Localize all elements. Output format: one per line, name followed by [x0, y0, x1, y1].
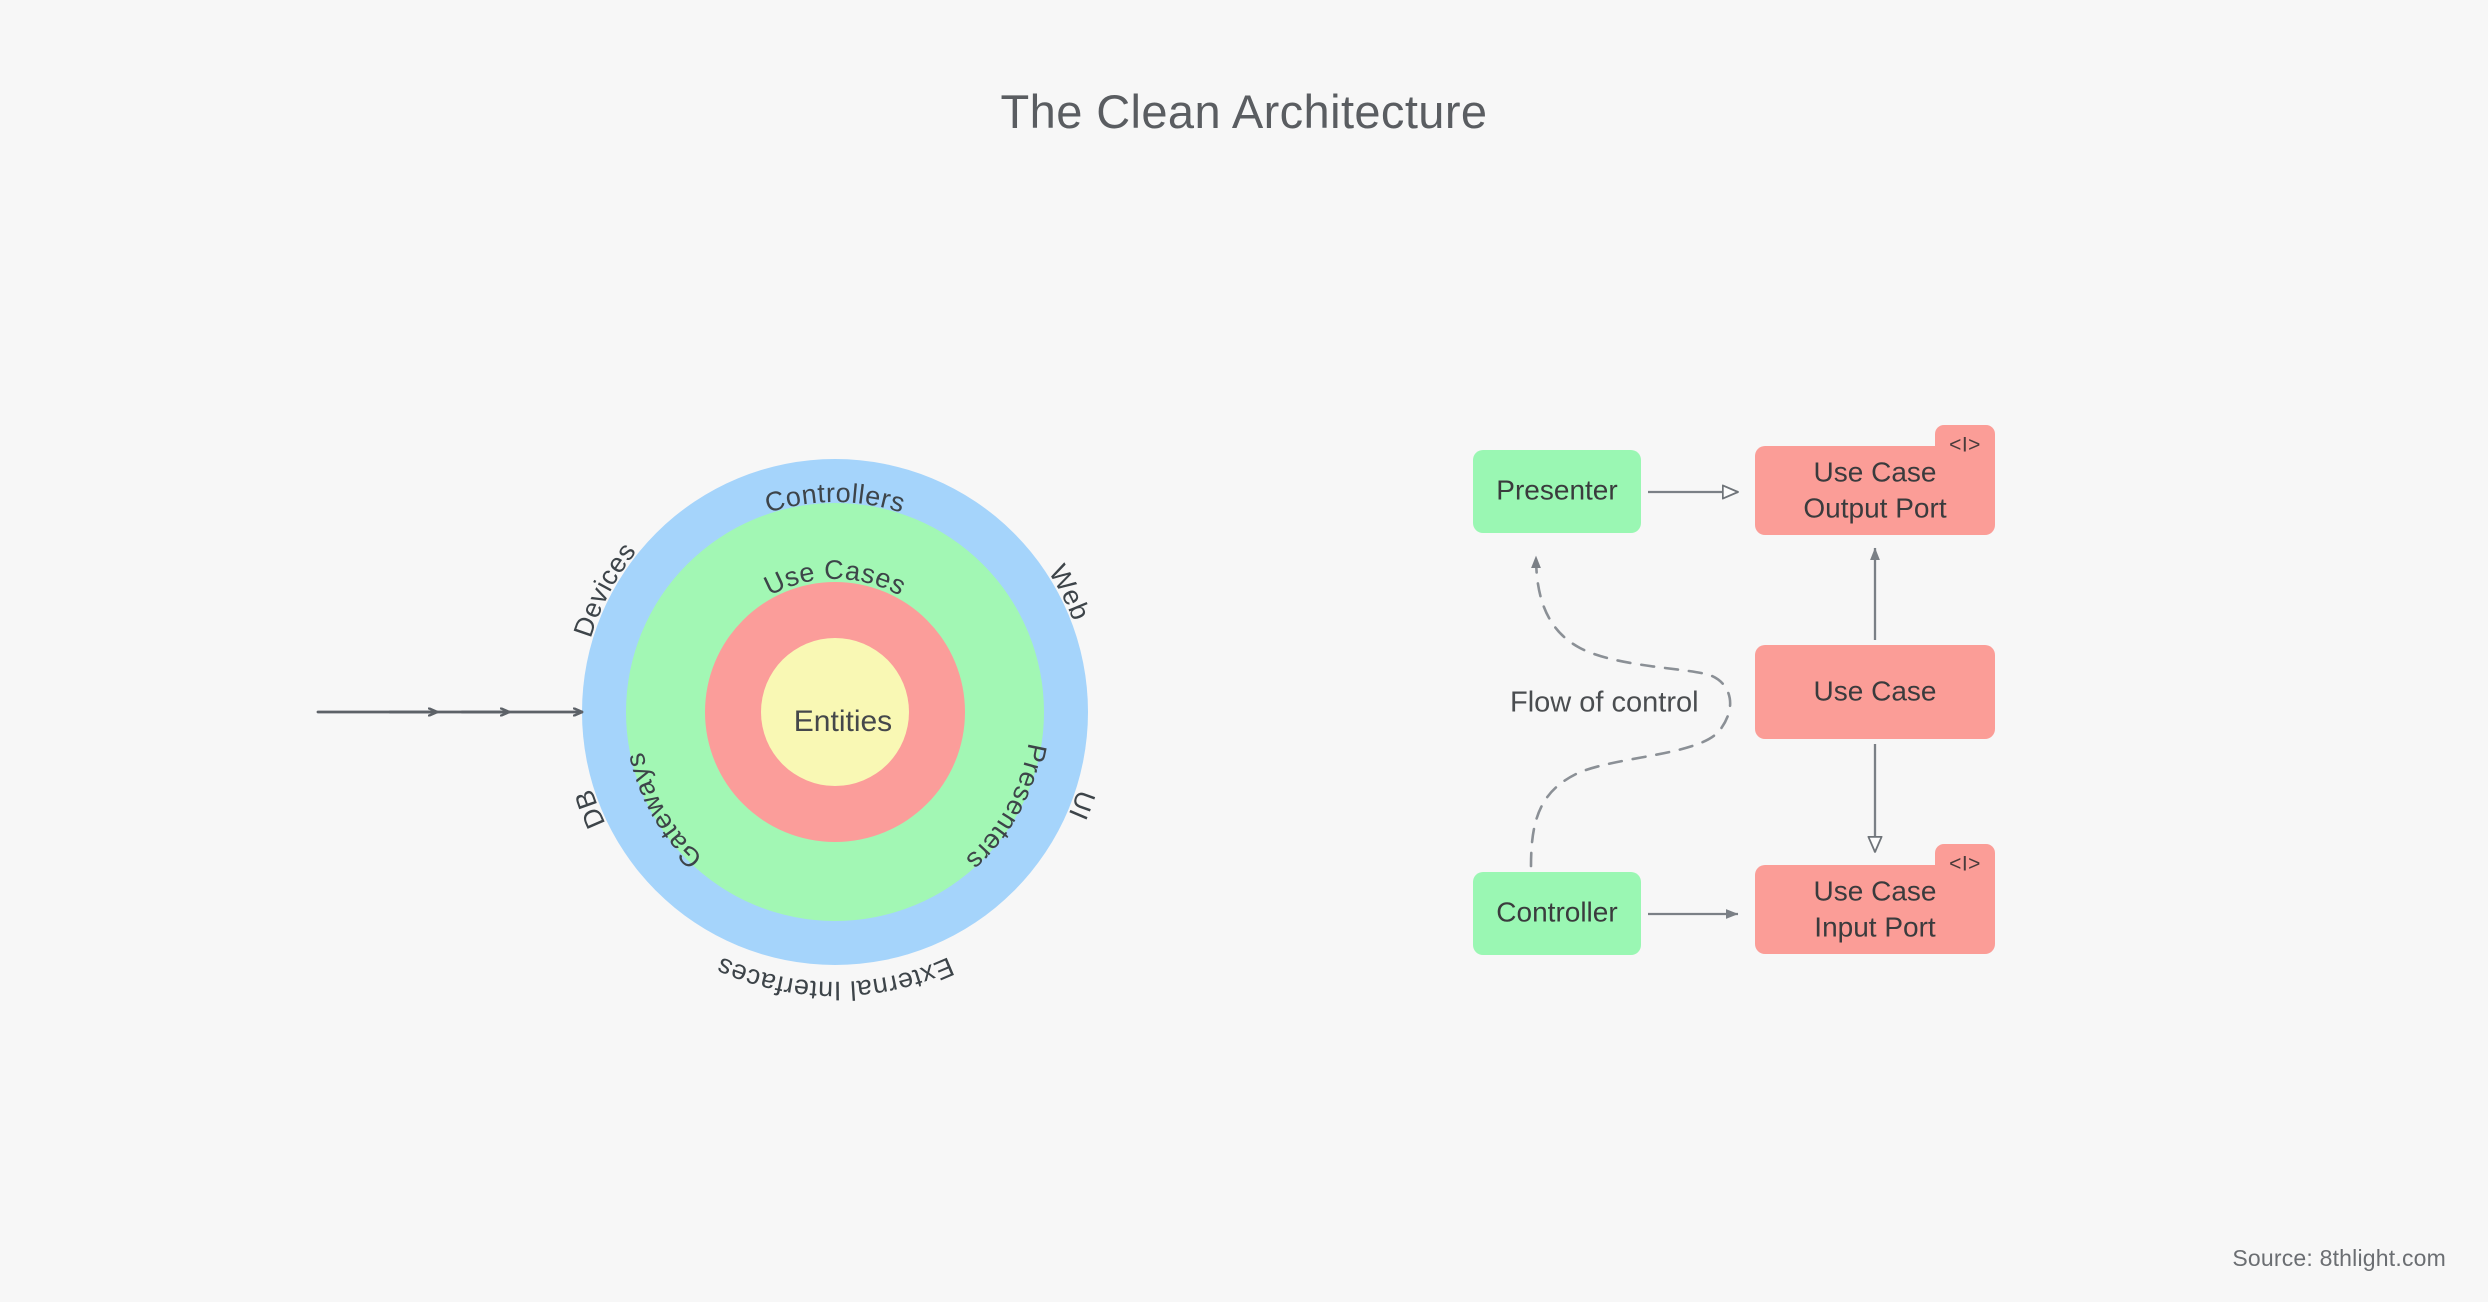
node-use-case[interactable]: Use Case — [1755, 645, 1995, 739]
use-case-label: Use Case — [1814, 675, 1937, 706]
use-case-input-port-box[interactable] — [1755, 865, 1995, 954]
connector-flow-of-control — [1529, 554, 1732, 868]
node-use-case-input-port[interactable]: <I> Use Case Input Port — [1755, 844, 1995, 954]
use-case-output-port-label-line2: Output Port — [1803, 492, 1946, 523]
node-presenter[interactable]: Presenter — [1473, 450, 1641, 533]
use-case-input-port-interface-tag: <I> — [1949, 853, 1981, 876]
flow-of-control-label: Flow of control — [1510, 687, 1699, 719]
controller-box[interactable] — [1473, 872, 1641, 955]
page-title: The Clean Architecture — [1000, 85, 1488, 138]
presenter-label: Presenter — [1496, 474, 1617, 505]
use-case-input-port-label-line2: Input Port — [1814, 911, 1936, 942]
use-case-output-port-box[interactable] — [1755, 446, 1995, 535]
use-case-box[interactable] — [1755, 645, 1995, 739]
flow-of-control-diagram: Presenter <I> Use Case Output Port Use C… — [1400, 400, 2100, 1080]
label-entities: Entities — [794, 705, 892, 738]
controller-label: Controller — [1496, 896, 1617, 927]
node-use-case-output-port[interactable]: <I> Use Case Output Port — [1755, 425, 1995, 535]
use-case-input-port-label-line1: Use Case — [1814, 875, 1937, 906]
source-note: Source: 8thlight.com — [2232, 1245, 2446, 1271]
node-controller[interactable]: Controller — [1473, 872, 1641, 955]
use-case-output-port-label-line1: Use Case — [1814, 456, 1937, 487]
clean-architecture-circles: Controllers Use Cases Devices Web Gatewa… — [316, 182, 1340, 1242]
ring-enterprise-business-rules — [761, 638, 909, 786]
presenter-box[interactable] — [1473, 450, 1641, 533]
use-case-output-port-interface-tag: <I> — [1949, 434, 1981, 457]
